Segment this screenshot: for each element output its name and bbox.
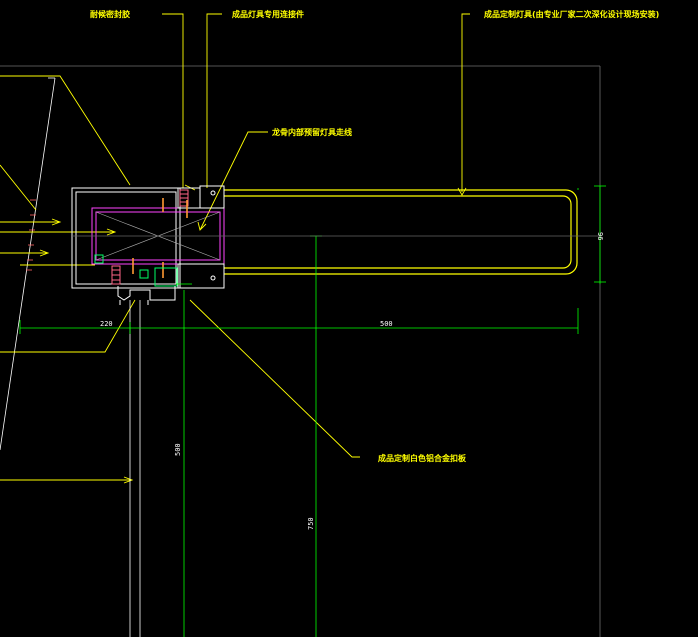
alu-panel-label: 成品定制白色铝合金扣板 [378,453,467,463]
dimension-96: 96 [596,232,604,240]
dimension-lines [19,185,606,637]
sealant-joints [111,189,189,285]
dimension-500-vertical: 500 [174,443,182,456]
slanted-wall [0,77,56,451]
dimension-220: 220 [100,320,113,328]
aluminum-panel-cap [117,286,176,305]
custom-lamp-body [224,189,578,275]
lamp-connector-part [177,185,225,289]
dimension-500: 500 [380,320,393,328]
wall-hatch [26,199,36,271]
outer-bracket-profile [71,187,181,289]
anchor-bolts [132,198,188,278]
dimension-750: 750 [307,517,315,530]
left-leader-lines [0,75,136,484]
wiring-label: 龙骨内部预留灯具走线 [271,127,352,137]
top-leader-lines [162,13,470,458]
vertical-profile-lines [129,300,141,637]
drawing-frame [0,65,601,637]
sealant-label: 耐候密封胶 [90,9,130,19]
green-fittings [94,254,178,287]
lamp-connector-label: 成品灯具专用连接件 [232,9,304,19]
custom-lamp-label: 成品定制灯具(由专业厂家二次深化设计现场安装) [484,9,659,19]
